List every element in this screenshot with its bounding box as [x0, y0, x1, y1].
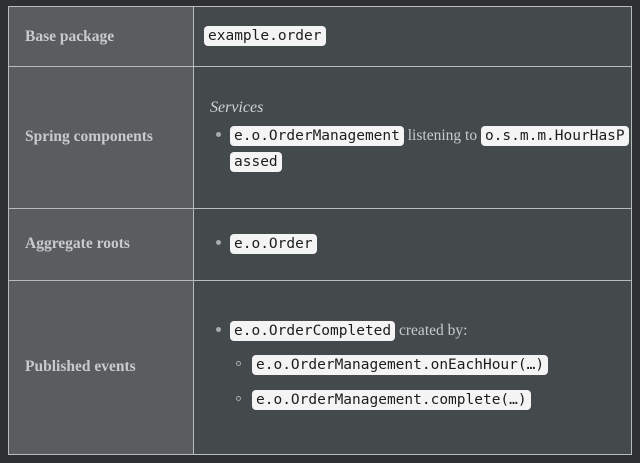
list-item: e.o.OrderManagement listening to o.s.m.m…	[204, 123, 631, 176]
table-row-published-events: Published events e.o.OrderCompleted crea…	[8, 280, 632, 455]
code-chip-complete: e.o.OrderManagement.complete(…)	[252, 389, 531, 410]
list-item: e.o.Order	[204, 231, 631, 257]
row-content-aggregate-roots: e.o.Order	[193, 208, 632, 281]
published-events-content: e.o.OrderCompleted created by: e.o.Order…	[194, 318, 631, 413]
row-content-spring-components: Services e.o.OrderManagement listening t…	[193, 66, 632, 209]
published-events-list: e.o.OrderCompleted created by: e.o.Order…	[204, 318, 631, 413]
table-row-spring-components: Spring components Services e.o.OrderMana…	[8, 66, 632, 209]
table-row-aggregate-roots: Aggregate roots e.o.Order	[8, 208, 632, 281]
row-label-spring-components: Spring components	[8, 66, 194, 209]
list-item: e.o.OrderManagement.onEachHour(…)	[230, 352, 631, 378]
code-chip-order: e.o.Order	[230, 233, 317, 254]
spring-components-content: Services e.o.OrderManagement listening t…	[194, 98, 631, 176]
application-module-table: Base package example.order Spring compon…	[8, 6, 632, 455]
list-item: e.o.OrderManagement.complete(…)	[230, 387, 631, 413]
spring-components-list: e.o.OrderManagement listening to o.s.m.m…	[204, 123, 631, 176]
listening-to-text: listening to	[407, 126, 478, 144]
aggregate-roots-content: e.o.Order	[194, 231, 631, 257]
section-title-services: Services	[210, 98, 264, 116]
code-chip-order-management: e.o.OrderManagement	[230, 125, 404, 146]
row-content-published-events: e.o.OrderCompleted created by: e.o.Order…	[193, 280, 632, 455]
created-by-sublist: e.o.OrderManagement.onEachHour(…) e.o.Or…	[230, 352, 631, 413]
row-label-aggregate-roots: Aggregate roots	[8, 208, 194, 281]
list-item: e.o.OrderCompleted created by: e.o.Order…	[204, 318, 631, 413]
code-chip-base-package: example.order	[204, 26, 326, 46]
table-row-base-package: Base package example.order	[8, 6, 632, 67]
row-content-base-package: example.order	[193, 6, 632, 67]
aggregate-roots-list: e.o.Order	[204, 231, 631, 257]
code-chip-order-completed: e.o.OrderCompleted	[230, 320, 396, 341]
code-chip-on-each-hour: e.o.OrderManagement.onEachHour(…)	[252, 355, 549, 376]
created-by-text: created by:	[399, 321, 468, 339]
row-label-base-package: Base package	[8, 6, 194, 67]
row-label-published-events: Published events	[8, 280, 194, 455]
base-package-content: example.order	[194, 24, 631, 49]
